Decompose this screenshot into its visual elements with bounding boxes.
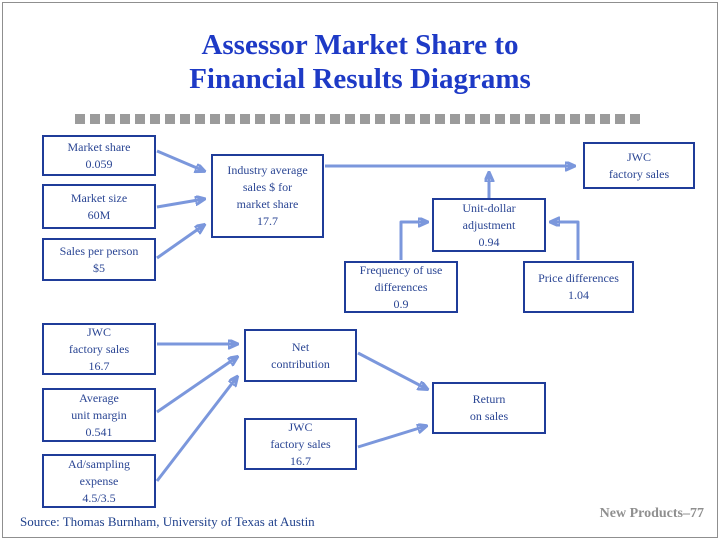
node-industry-average-sales: Industry average sales $ for market shar… [211,154,324,238]
node-return-on-sales: Return on sales [432,382,546,434]
arrow-ad-sampling-to-net-contribution [155,377,237,482]
node-jwc-factory-sales-mid: JWC factory sales 16.7 [244,418,357,470]
node-market-share: Market share 0.059 [42,135,156,176]
node-jwc-factory-sales-left: JWC factory sales 16.7 [42,323,156,375]
node-price-differences: Price differences 1.04 [523,261,634,313]
node-sales-per-person: Sales per person $5 [42,238,156,281]
page-number-label: New Products–77 [599,506,704,521]
node-ad-sampling-expense: Ad/sampling expense 4.5/3.5 [42,454,156,508]
arrow-jwc-mid-to-return [357,426,426,449]
node-frequency-of-use-differences: Frequency of use differences 0.9 [344,261,458,313]
arrow-price-to-unit-dollar [551,222,580,260]
node-average-unit-margin: Average unit margin 0.541 [42,388,156,442]
arrow-market-size-to-industry [156,199,204,209]
node-unit-dollar-adjustment: Unit-dollar adjustment 0.94 [432,198,546,252]
arrow-net-contribution-to-return [357,351,427,389]
title-underline-dashes [75,114,645,124]
arrow-frequency-to-unit-dollar [399,222,427,260]
arrow-avg-margin-to-net-contribution [156,357,237,414]
arrow-sales-per-person-to-industry [156,225,204,260]
node-market-size: Market size 60M [42,184,156,229]
node-jwc-factory-sales-top: JWC factory sales [583,142,695,189]
node-net-contribution: Net contribution [244,329,357,382]
source-credit: Source: Thomas Burnham, University of Te… [20,514,315,529]
slide-title: Assessor Market Share to Financial Resul… [189,29,531,95]
arrow-market-share-to-industry [156,149,204,171]
